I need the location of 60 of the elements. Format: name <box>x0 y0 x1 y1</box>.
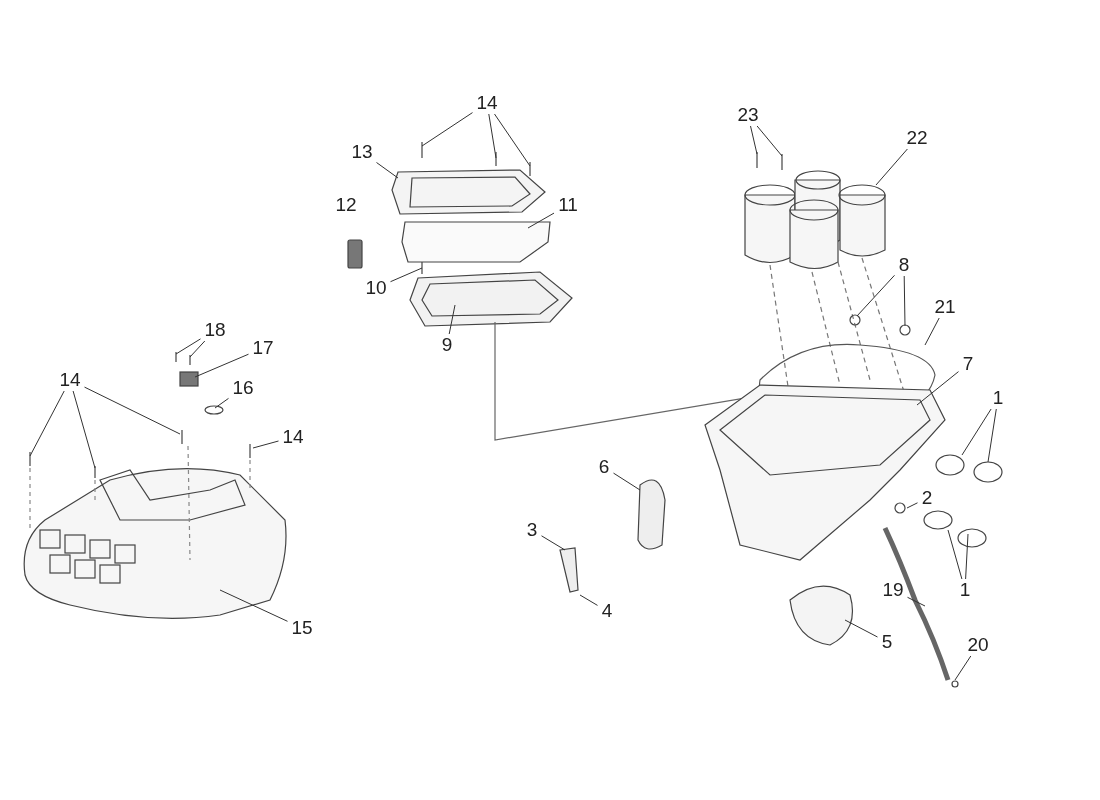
callout-number: 6 <box>596 457 612 477</box>
leader-line <box>494 113 531 167</box>
leader-line <box>376 162 399 179</box>
leader-line <box>903 275 906 327</box>
leader-line <box>924 317 940 346</box>
leader-line <box>84 386 181 435</box>
callout-number: 5 <box>879 632 895 652</box>
leader-line <box>907 596 926 607</box>
leader-line <box>488 113 497 159</box>
leader-line <box>421 112 473 147</box>
leader-line <box>541 535 566 551</box>
leader-line <box>961 408 992 456</box>
leader-line <box>906 502 918 509</box>
leader-line <box>954 655 972 681</box>
callout-number: 14 <box>280 427 306 447</box>
leader-line <box>448 304 456 335</box>
leader-line <box>29 390 65 457</box>
callout-number: 7 <box>960 354 976 374</box>
leader-line <box>527 212 555 229</box>
callout-number: 10 <box>363 278 389 298</box>
callout-number: 14 <box>474 93 500 113</box>
callout-number: 22 <box>904 128 930 148</box>
leader-line <box>875 148 908 186</box>
callout-number: 23 <box>735 105 761 125</box>
leader-line <box>390 267 423 283</box>
callout-number: 9 <box>439 335 455 355</box>
callout-number: 13 <box>349 142 375 162</box>
leader-line <box>750 125 758 155</box>
leader-line <box>214 397 229 409</box>
callout-number: 20 <box>965 635 991 655</box>
leader-line <box>175 338 201 355</box>
leader-line <box>965 533 969 580</box>
leader-line <box>947 529 963 580</box>
leader-line <box>252 440 279 449</box>
callout-number: 17 <box>250 338 276 358</box>
leader-line <box>856 274 895 317</box>
leader-line <box>756 125 783 157</box>
callout-number: 16 <box>230 378 256 398</box>
callout-number: 18 <box>202 320 228 340</box>
leader-line <box>916 371 959 406</box>
callout-number: 1 <box>990 388 1006 408</box>
callout-number: 21 <box>932 297 958 317</box>
leader-line <box>189 340 206 358</box>
callout-number: 2 <box>919 488 935 508</box>
leader-line <box>579 594 598 606</box>
callout-number: 1 <box>957 580 973 600</box>
leader-line <box>194 353 249 378</box>
callout-number: 19 <box>880 580 906 600</box>
leader-line <box>844 619 878 638</box>
callout-number: 8 <box>896 255 912 275</box>
callout-number: 11 <box>556 195 580 215</box>
callout-number: 12 <box>334 195 358 215</box>
leader-line <box>72 390 96 469</box>
callout-number: 3 <box>524 520 540 540</box>
callout-number: 4 <box>599 601 615 621</box>
callout-number: 14 <box>57 370 83 390</box>
leader-line <box>219 589 288 622</box>
leader-line <box>613 472 641 491</box>
leader-line <box>987 408 997 463</box>
callout-number: 15 <box>289 618 315 638</box>
